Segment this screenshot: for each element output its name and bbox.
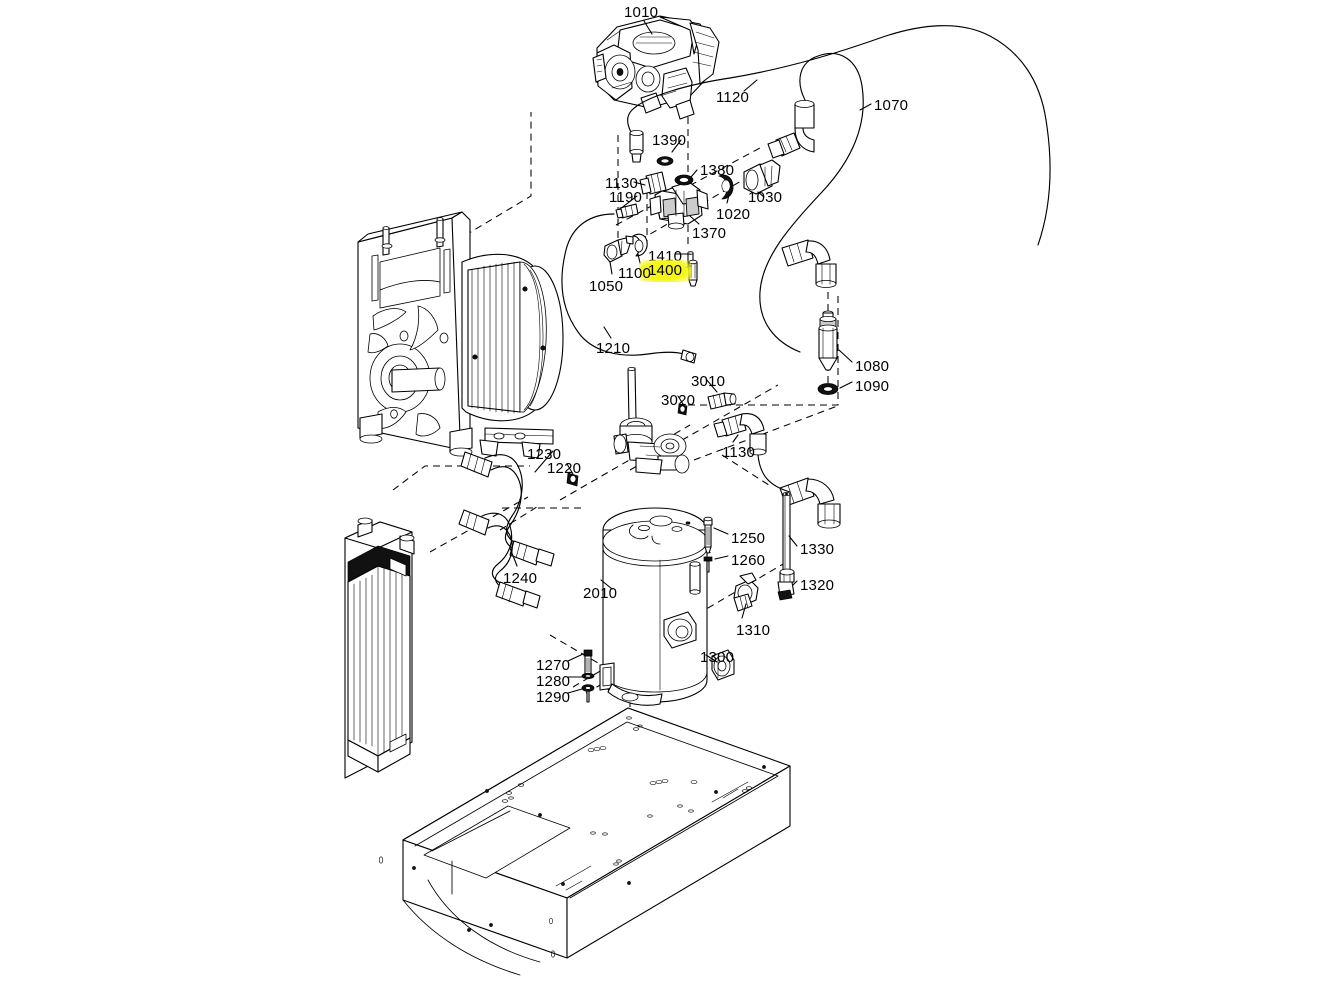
callout-fitting-1320[interactable]: 1320 <box>800 577 835 594</box>
motor-assembly[interactable] <box>461 253 564 459</box>
callout-hose-1070[interactable]: 1070 <box>874 97 909 114</box>
retainer-ring-1020[interactable] <box>717 174 734 200</box>
callout-hose-1120[interactable]: 1120 <box>716 89 750 106</box>
callout-valve-1310[interactable]: 1310 <box>736 622 771 639</box>
callout-pin-1260[interactable]: 1260 <box>731 552 766 569</box>
orifice-check-1080[interactable] <box>818 310 838 371</box>
callout-elbow-fitting-1130-lower[interactable]: 1130 <box>722 444 756 461</box>
callout-hose-1210[interactable]: 1210 <box>596 340 631 357</box>
callout-fitting-3010[interactable]: 3010 <box>691 373 726 390</box>
airend-compressor-block[interactable] <box>592 15 720 120</box>
callout-airend-compressor-block[interactable]: 1010 <box>624 4 659 21</box>
callout-orifice-check-1080[interactable]: 1080 <box>855 358 890 375</box>
callout-bolt-1400[interactable]: 1400 <box>639 260 692 282</box>
valve-1310[interactable] <box>733 572 759 612</box>
tube-1330[interactable] <box>782 491 791 571</box>
fitting-1320[interactable] <box>777 568 795 601</box>
callout-valve-1050[interactable]: 1050 <box>589 278 624 295</box>
elbow-fitting-1130-upper[interactable] <box>639 171 667 195</box>
callout-hose-1230[interactable]: 1230 <box>527 446 562 463</box>
hose-1230[interactable] <box>460 451 555 567</box>
callout-plug-1220[interactable]: 1220 <box>547 460 582 477</box>
fitting-hose-1120-end[interactable] <box>629 129 644 163</box>
hose-1210[interactable] <box>561 213 697 364</box>
callout-hose-1240[interactable]: 1240 <box>503 570 538 587</box>
nipple-1190[interactable] <box>615 203 639 219</box>
callout-valve-body-1370[interactable]: 1370 <box>692 225 727 242</box>
motor-mount-bracket[interactable] <box>357 211 473 457</box>
callout-washer-1280[interactable]: 1280 <box>536 673 571 690</box>
elbow-fitting-1070-upper[interactable] <box>767 100 815 159</box>
hose-1070[interactable] <box>759 52 864 353</box>
elbow-1100[interactable] <box>632 233 648 257</box>
washer-1280[interactable] <box>581 672 595 680</box>
callout-plug-3020[interactable]: 3020 <box>661 392 696 409</box>
callout-o-ring-1390[interactable]: 1390 <box>652 132 687 149</box>
bolt-1250[interactable] <box>703 516 713 554</box>
pin-1260[interactable] <box>703 556 713 573</box>
plug-1220[interactable] <box>566 472 579 487</box>
fitting-1030[interactable] <box>743 159 781 195</box>
hose-1120[interactable] <box>627 25 1051 246</box>
callout-bolt-1270[interactable]: 1270 <box>536 657 571 674</box>
elbow-fitting-1080-top[interactable] <box>781 239 837 288</box>
callout-elbow-fitting-1130-upper[interactable]: 1130 <box>605 175 639 192</box>
lower-valve-assembly[interactable] <box>613 366 690 475</box>
callout-o-ring-1380[interactable]: 1380 <box>700 162 735 179</box>
oil-cooler[interactable] <box>344 517 415 779</box>
callout-fitting-1300[interactable]: 1300 <box>700 649 735 666</box>
o-ring-1380[interactable] <box>674 174 694 186</box>
callout-elbow-1100[interactable]: 1100 <box>618 265 652 282</box>
valve-1050[interactable] <box>603 235 634 263</box>
leader-lines <box>509 20 872 694</box>
fitting-3010[interactable] <box>707 392 737 410</box>
callout-fitting-1030[interactable]: 1030 <box>748 189 783 206</box>
fitting-1300[interactable] <box>711 649 735 681</box>
plug-3020[interactable] <box>677 403 688 416</box>
callout-tube-1330[interactable]: 1330 <box>800 541 835 558</box>
callout-bolt-1250[interactable]: 1250 <box>731 530 766 547</box>
elbow-fitting-1130-lower[interactable] <box>713 413 791 493</box>
callout-o-ring-1090[interactable]: 1090 <box>855 378 890 395</box>
o-ring-1390[interactable] <box>656 156 674 166</box>
washer-1290[interactable] <box>581 684 595 703</box>
callout-nipple-1190[interactable]: 1190 <box>609 189 643 206</box>
valve-body-1370[interactable] <box>649 181 709 230</box>
callout-washer-1290[interactable]: 1290 <box>536 689 571 706</box>
callout-separator-tank-2010[interactable]: 2010 <box>583 585 618 602</box>
base-frame[interactable] <box>378 707 791 976</box>
elbow-fitting-1070-lower[interactable] <box>779 477 841 529</box>
separator-tank-2010[interactable] <box>599 507 708 706</box>
o-ring-1090[interactable] <box>817 383 839 395</box>
bolt-1270[interactable] <box>583 649 593 675</box>
callout-retainer-ring-1020[interactable]: 1020 <box>716 206 751 223</box>
